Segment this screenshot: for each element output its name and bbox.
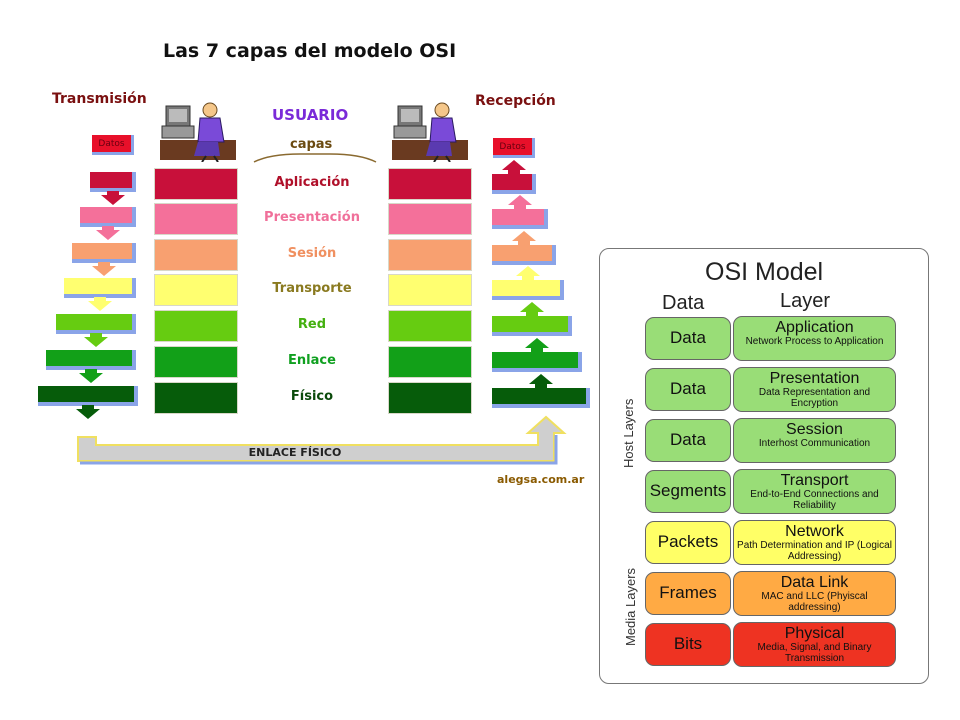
- up-arrow-icon: [520, 302, 544, 316]
- diagram-title: Las 7 capas del modelo OSI: [163, 40, 457, 62]
- physical-link-label: ENLACE FÍSICO: [248, 446, 342, 459]
- transmit-bar: [72, 243, 136, 263]
- up-arrow-icon: [508, 195, 532, 209]
- transmit-bar: [80, 207, 136, 227]
- osi-model-panel: [599, 248, 929, 684]
- reception-label: Recepción: [475, 93, 556, 109]
- layer-block-left: [154, 168, 238, 200]
- osi-layer-name: Application: [775, 319, 854, 336]
- osi-layer-name: Data Link: [780, 574, 849, 591]
- receive-bar: [492, 245, 556, 265]
- down-arrow-icon: [84, 333, 108, 347]
- transmit-bar: [90, 172, 136, 192]
- osi-data-unit: Frames: [645, 572, 731, 615]
- right-user-computer-icon: [392, 102, 468, 162]
- osi-layer-name: Session: [786, 421, 843, 438]
- layer-name: Red: [297, 317, 327, 332]
- osi-layer-name: Transport: [780, 472, 849, 489]
- layers-bracket: [253, 153, 377, 163]
- receive-bar: [492, 316, 572, 336]
- transmit-bar: [38, 386, 138, 406]
- host-layers-label: Host Layers: [621, 398, 636, 468]
- layer-column-header: Layer: [780, 290, 831, 312]
- receive-bar: [492, 209, 548, 229]
- down-arrow-icon: [88, 297, 112, 311]
- layer-block-right: [388, 382, 472, 414]
- up-arrow-icon: [529, 374, 553, 388]
- osi-layer-description: Network Process to Application: [745, 336, 884, 347]
- down-arrow-icon: [92, 262, 116, 276]
- transmit-bar: [64, 278, 136, 298]
- layer-block-left: [154, 310, 238, 342]
- up-arrow-icon: [525, 338, 549, 352]
- layer-block-right: [388, 203, 472, 235]
- layer-name: Transporte: [272, 281, 352, 296]
- osi-data-unit: Data: [645, 368, 731, 411]
- osi-layer-description: Interhost Communication: [758, 438, 871, 449]
- osi-layer-description: Path Determination and IP (Logical Addre…: [737, 540, 892, 562]
- receive-bar: [492, 280, 564, 300]
- osi-data-unit: Packets: [645, 521, 731, 564]
- up-arrow-icon: [502, 160, 526, 174]
- layer-name: Aplicación: [274, 175, 350, 190]
- down-arrow-icon: [101, 191, 125, 205]
- layer-name: Sesión: [287, 246, 337, 261]
- layer-block-right: [388, 168, 472, 200]
- layer-block-left: [154, 382, 238, 414]
- layer-block-right: [388, 310, 472, 342]
- user-label: USUARIO: [272, 106, 349, 124]
- osi-data-unit: Segments: [645, 470, 731, 513]
- layer-name: Presentación: [264, 210, 360, 225]
- datos-tag-receive: Datos: [493, 138, 535, 158]
- transmit-bar: [46, 350, 136, 370]
- data-column-header: Data: [662, 292, 705, 314]
- transmit-bar: [56, 314, 136, 334]
- osi-data-unit: Data: [645, 317, 731, 360]
- osi-layer-name: Physical: [784, 625, 845, 642]
- osi-layer-name: Presentation: [769, 370, 860, 387]
- osi-layer-description: Data Representation and Encryption: [758, 387, 871, 409]
- layer-name: Enlace: [288, 353, 336, 368]
- receive-bar: [492, 388, 590, 408]
- down-arrow-icon: [76, 405, 100, 419]
- osi-layer-description: MAC and LLC (Phyiscal addressing): [761, 591, 868, 613]
- datos-tag-transmit: Datos: [92, 135, 134, 155]
- osi-layer-name: Network: [785, 523, 844, 540]
- up-arrow-icon: [516, 266, 540, 280]
- layers-label: capas: [290, 137, 333, 152]
- physical-link-arrow: [77, 415, 567, 465]
- receive-bar: [492, 174, 536, 194]
- layer-block-left: [154, 239, 238, 271]
- layer-block-left: [154, 203, 238, 235]
- receive-bar: [492, 352, 582, 372]
- layer-block-left: [154, 346, 238, 378]
- transmission-label: Transmisión: [52, 91, 147, 107]
- osi-model-title: OSI Model: [705, 258, 824, 286]
- osi-data-unit: Bits: [645, 623, 731, 666]
- osi-layer-description: Media, Signal, and Binary Transmission: [757, 642, 872, 664]
- layer-block-right: [388, 239, 472, 271]
- layer-name: Físico: [290, 389, 334, 404]
- up-arrow-icon: [512, 231, 536, 245]
- layer-block-right: [388, 346, 472, 378]
- source-credit: alegsa.com.ar: [497, 473, 585, 486]
- down-arrow-icon: [96, 226, 120, 240]
- layer-block-right: [388, 274, 472, 306]
- layer-block-left: [154, 274, 238, 306]
- media-layers-label: Media Layers: [623, 567, 638, 646]
- osi-data-unit: Data: [645, 419, 731, 462]
- down-arrow-icon: [79, 369, 103, 383]
- osi-layer-description: End-to-End Connections and Reliability: [750, 489, 879, 511]
- left-user-computer-icon: [160, 102, 236, 162]
